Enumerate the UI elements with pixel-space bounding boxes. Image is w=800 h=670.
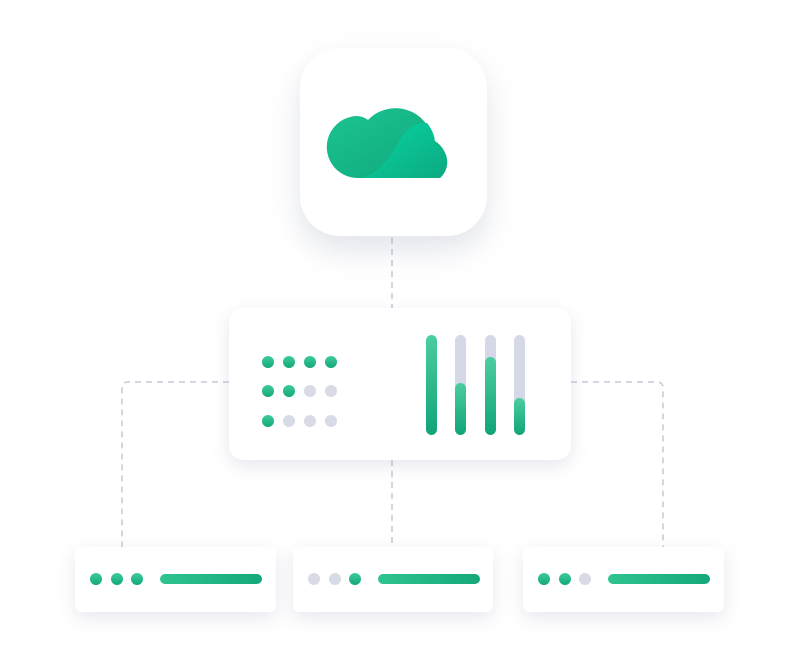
status-dot-active: [538, 573, 550, 585]
level-bar-fill: [485, 357, 496, 435]
level-bar-fill: [514, 398, 525, 435]
level-bar: [485, 335, 496, 435]
status-dot-inactive: [328, 573, 341, 585]
connector-left: [121, 381, 229, 547]
status-dot-active: [90, 573, 102, 585]
cloud-app-tile: [300, 48, 487, 236]
status-dot-inactive: [325, 415, 337, 427]
status-dot-active: [558, 573, 571, 585]
status-dot-active: [262, 385, 274, 397]
level-bar: [514, 335, 525, 435]
status-dot-active: [304, 356, 316, 368]
status-dot-active: [262, 356, 274, 368]
status-dot-inactive: [283, 415, 295, 427]
status-dot-active: [262, 415, 274, 427]
cloud-icon: [326, 108, 448, 178]
status-dot-active: [283, 385, 295, 397]
connector-right: [571, 381, 664, 547]
status-dot-inactive: [304, 385, 316, 397]
hub-card: [229, 308, 571, 460]
status-dot-active: [325, 356, 337, 368]
level-bar: [455, 335, 466, 435]
node-bar: [160, 574, 262, 584]
status-dot-inactive: [304, 415, 316, 427]
status-dot-inactive: [325, 385, 337, 397]
status-dot-inactive: [579, 573, 591, 585]
status-dot-active: [349, 573, 361, 585]
node-bar: [378, 574, 480, 584]
node-bar: [608, 574, 710, 584]
status-dot-active: [110, 573, 123, 585]
status-dot-active: [283, 356, 295, 368]
level-bar: [426, 335, 437, 435]
level-bar-fill: [426, 335, 437, 435]
status-dot-active: [131, 573, 143, 585]
level-bar-fill: [455, 383, 466, 435]
status-dot-inactive: [308, 573, 320, 585]
